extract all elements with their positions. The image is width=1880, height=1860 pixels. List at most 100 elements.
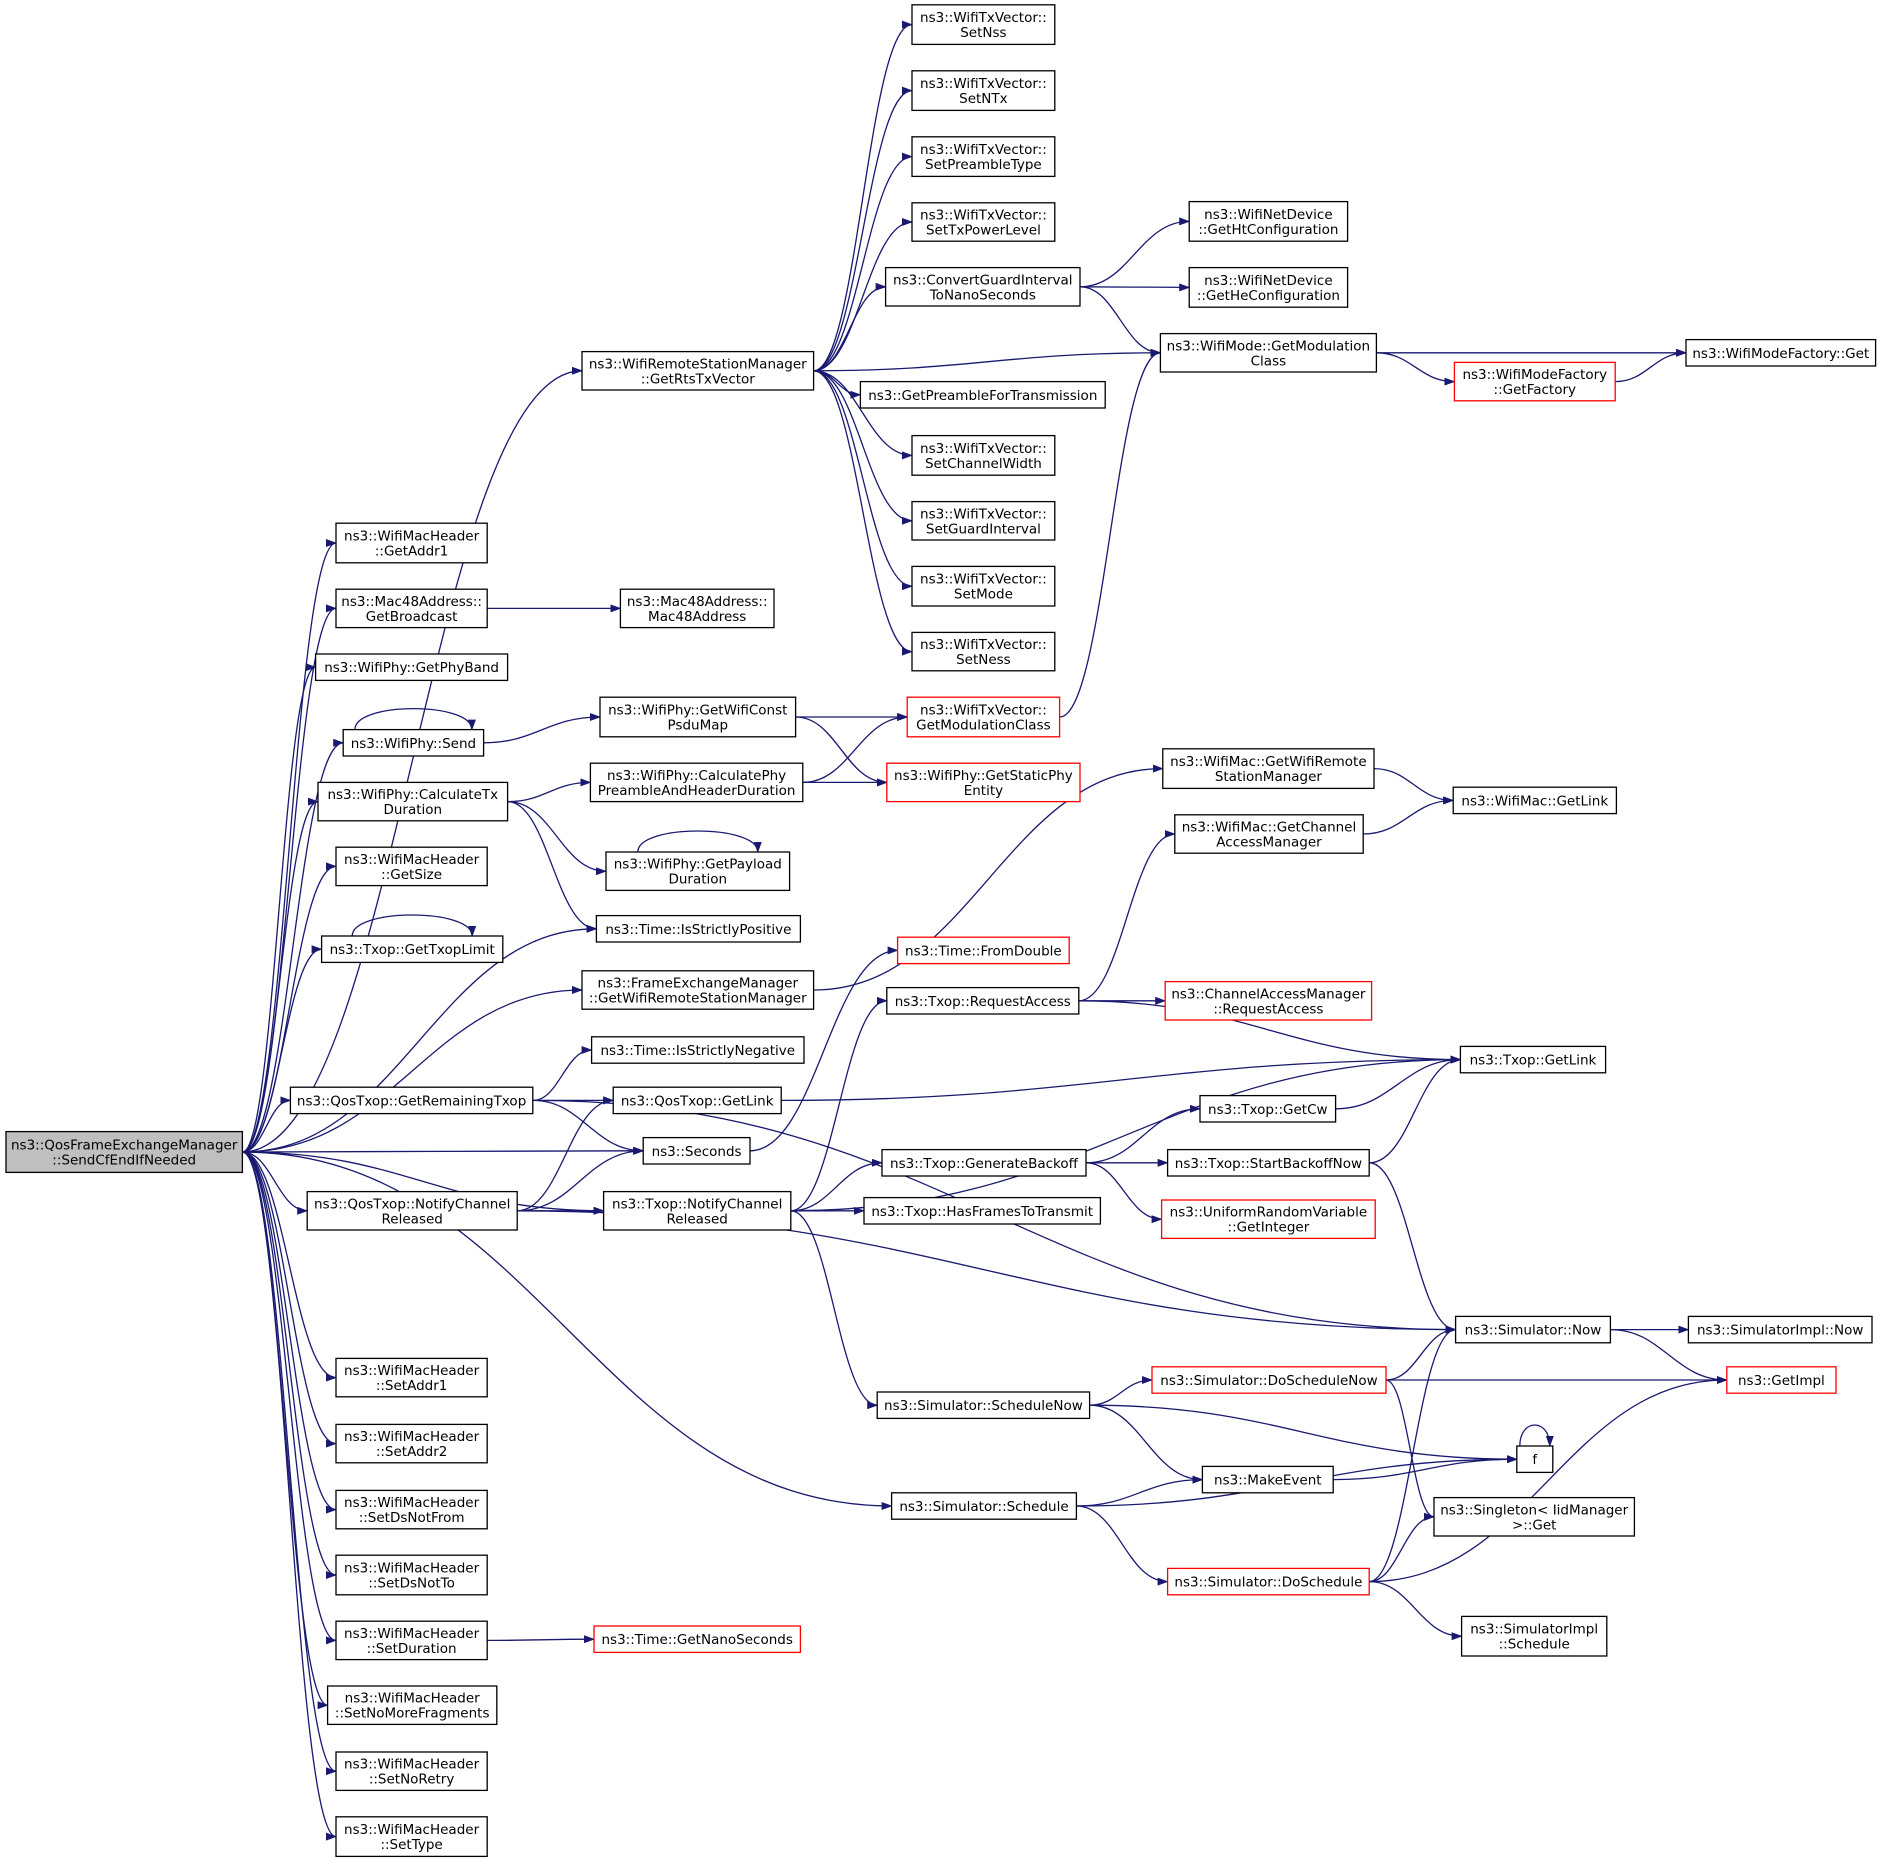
edge-getRts-to-setNss — [813, 20, 913, 372]
node-getFactory[interactable]: ns3::WifiModeFactory::GetFactory — [1453, 361, 1616, 402]
node-label: ::SetDsNotTo — [368, 1576, 455, 1592]
node-makeEvent[interactable]: ns3::MakeEvent — [1201, 1465, 1334, 1494]
node-setDuration[interactable]: ns3::WifiMacHeader::SetDuration — [335, 1620, 488, 1661]
node-implNow[interactable]: ns3::SimulatorImpl::Now — [1687, 1315, 1873, 1344]
node-strictPos[interactable]: ns3::Time::IsStrictlyPositive — [595, 914, 802, 943]
node-modeModClass[interactable]: ns3::WifiMode::GetModulationClass — [1159, 332, 1378, 373]
node-genBackoff[interactable]: ns3::Txop::GenerateBackoff — [881, 1148, 1087, 1177]
node-schedule[interactable]: ns3::Simulator::Schedule — [890, 1492, 1078, 1520]
node-getRts[interactable]: ns3::WifiRemoteStationManager::GetRtsTxV… — [581, 350, 815, 391]
node-box — [1460, 1615, 1608, 1657]
node-fNode[interactable]: f — [1516, 1445, 1554, 1474]
node-strictNeg[interactable]: ns3::Time::IsStrictlyNegative — [590, 1036, 805, 1064]
node-doSchedule[interactable]: ns3::Simulator::DoSchedule — [1166, 1567, 1370, 1596]
node-label: ns3::Mac48Address:: — [341, 594, 482, 610]
node-seconds[interactable]: ns3::Seconds — [642, 1136, 751, 1165]
node-label: ns3::Txop::HasFramesToTransmit — [871, 1204, 1093, 1220]
nodes-layer: ns3::QosFrameExchangeManager::SendCfEndI… — [5, 4, 1877, 1858]
node-getCw[interactable]: ns3::Txop::GetCw — [1199, 1094, 1337, 1123]
node-getImpl[interactable]: ns3::GetImpl — [1726, 1366, 1837, 1394]
node-remTxop[interactable]: ns3::QosTxop::GetRemainingTxop — [289, 1086, 534, 1115]
node-box — [1459, 1045, 1607, 1074]
edge-doSchedule-to-implSchedule — [1369, 1580, 1463, 1641]
node-schedNow[interactable]: ns3::Simulator::ScheduleNow — [876, 1391, 1091, 1420]
node-factoryGet[interactable]: ns3::WifiModeFactory::Get — [1685, 338, 1877, 367]
node-setDsNotFrom[interactable]: ns3::WifiMacHeader::SetDsNotFrom — [335, 1489, 488, 1530]
node-setType[interactable]: ns3::WifiMacHeader::SetType — [335, 1816, 488, 1858]
node-doSchedNow[interactable]: ns3::Simulator::DoScheduleNow — [1151, 1366, 1387, 1394]
edge-schedNow-to-makeEvent — [1089, 1404, 1204, 1484]
node-getHeConf[interactable]: ns3::WifiNetDevice::GetHeConfiguration — [1188, 266, 1349, 308]
node-label: ns3::QosTxop::NotifyChannel — [314, 1196, 510, 1212]
node-label: ns3::WifiRemoteStationManager — [589, 356, 807, 372]
node-setMode[interactable]: ns3::WifiTxVector::SetMode — [911, 565, 1056, 607]
node-singleton[interactable]: ns3::Singleton< IidManager >::Get — [1433, 1496, 1636, 1537]
node-simNow[interactable]: ns3::Simulator::Now — [1454, 1315, 1612, 1344]
node-setNss[interactable]: ns3::WifiTxVector::SetNss — [911, 4, 1056, 46]
node-label: ns3::WifiPhy::CalculateTx — [327, 787, 498, 803]
node-root[interactable]: ns3::QosFrameExchangeManager::SendCfEndI… — [5, 1130, 244, 1174]
node-box — [335, 1751, 488, 1792]
node-label: ns3::Txop::GetLink — [1470, 1053, 1597, 1069]
node-setNess[interactable]: ns3::WifiTxVector::SetNess — [911, 631, 1056, 672]
node-label: SetMode — [954, 587, 1013, 603]
node-setAddr2[interactable]: ns3::WifiMacHeader::SetAddr2 — [335, 1423, 488, 1464]
node-calcPreamble[interactable]: ns3::WifiPhy::CalculatePhyPreambleAndHea… — [589, 762, 804, 803]
node-txopGetLink[interactable]: ns3::Txop::GetLink — [1459, 1045, 1607, 1074]
node-setNTx[interactable]: ns3::WifiTxVector::SetNTx — [911, 70, 1056, 112]
node-uniformGetInt[interactable]: ns3::UniformRandomVariable::GetInteger — [1160, 1199, 1376, 1240]
node-label: ::SetNoMoreFragments — [335, 1706, 490, 1722]
node-qosGetLink[interactable]: ns3::QosTxop::GetLink — [612, 1086, 782, 1115]
node-label: ns3::WifiModeFactory::Get — [1692, 346, 1869, 362]
node-femGetRsm[interactable]: ns3::FrameExchangeManager::GetWifiRemote… — [581, 970, 815, 1010]
node-label: AccessManager — [1216, 835, 1322, 851]
node-box — [1151, 1366, 1387, 1394]
node-setDsNotTo[interactable]: ns3::WifiMacHeader::SetDsNotTo — [335, 1554, 488, 1596]
node-getNano[interactable]: ns3::Time::GetNanoSeconds — [593, 1625, 802, 1654]
node-hasFrames[interactable]: ns3::Txop::HasFramesToTransmit — [863, 1196, 1102, 1225]
node-getAddr1[interactable]: ns3::WifiMacHeader::GetAddr1 — [335, 522, 488, 564]
node-setNoRetry[interactable]: ns3::WifiMacHeader::SetNoRetry — [335, 1751, 488, 1792]
edge-root-to-getAddr1 — [242, 539, 337, 1153]
node-setChWidth[interactable]: ns3::WifiTxVector::SetChannelWidth — [911, 434, 1056, 476]
node-box — [876, 1391, 1091, 1420]
edge-root-to-phySend — [242, 738, 345, 1153]
edge-root-to-setDsNotFrom — [242, 1151, 337, 1514]
node-fromDouble[interactable]: ns3::Time::FromDouble — [896, 936, 1070, 965]
node-getSize[interactable]: ns3::WifiMacHeader::GetSize — [335, 846, 488, 887]
edge-root-to-setType — [242, 1151, 337, 1841]
edge-getTxopLimit-to-getTxopLimit — [351, 914, 477, 937]
node-setGuard[interactable]: ns3::WifiTxVector::SetGuardInterval — [911, 500, 1056, 541]
node-label: ::SetType — [380, 1837, 442, 1853]
node-setNoMoreFrag[interactable]: ns3::WifiMacHeader::SetNoMoreFragments — [326, 1685, 498, 1726]
node-getTxopLimit[interactable]: ns3::Txop::GetTxopLimit — [320, 935, 504, 964]
node-camReqAccess[interactable]: ns3::ChannelAccessManager::RequestAccess — [1164, 980, 1373, 1021]
node-preambleTx[interactable]: ns3::GetPreambleForTransmission — [859, 380, 1106, 409]
node-label: ns3::WifiNetDevice — [1204, 273, 1332, 289]
node-macGetLink[interactable]: ns3::WifiMac::GetLink — [1452, 786, 1618, 815]
node-setTxPower[interactable]: ns3::WifiTxVector::SetTxPowerLevel — [911, 202, 1056, 242]
node-implSchedule[interactable]: ns3::SimulatorImpl::Schedule — [1460, 1615, 1608, 1657]
node-setPreamble[interactable]: ns3::WifiTxVector::SetPreambleType — [911, 136, 1056, 178]
edge-schedNow-to-fNode — [1089, 1404, 1518, 1464]
node-setAddr1[interactable]: ns3::WifiMacHeader::SetAddr1 — [335, 1357, 488, 1398]
node-getHtConf[interactable]: ns3::WifiNetDevice::GetHtConfiguration — [1188, 200, 1349, 242]
node-label: ::RequestAccess — [1213, 1001, 1323, 1017]
node-reqAccess[interactable]: ns3::Txop::RequestAccess — [886, 986, 1080, 1015]
node-mac48[interactable]: ns3::Mac48Address::Mac48Address — [619, 588, 775, 629]
node-macGetRsm[interactable]: ns3::WifiMac::GetWifiRemoteStationManage… — [1162, 748, 1375, 790]
node-txvModClass[interactable]: ns3::WifiTxVector::GetModulationClass — [906, 696, 1061, 738]
node-startBackoff[interactable]: ns3::Txop::StartBackoffNow — [1166, 1148, 1370, 1177]
node-getBroadcast[interactable]: ns3::Mac48Address::GetBroadcast — [335, 588, 488, 629]
node-phySend[interactable]: ns3::WifiPhy::Send — [342, 728, 485, 757]
node-getPhyBand[interactable]: ns3::WifiPhy::GetPhyBand — [314, 653, 509, 682]
edge-setDuration-to-getNano — [487, 1635, 595, 1644]
